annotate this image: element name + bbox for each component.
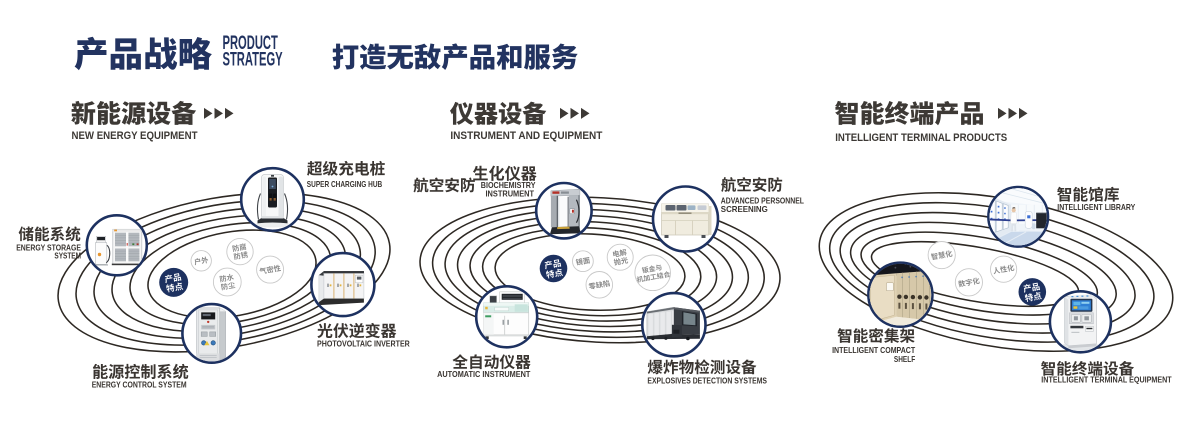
svg-text:INSTRUMENT AND EQUIPMENT: INSTRUMENT AND EQUIPMENT bbox=[450, 130, 602, 142]
svg-text:INSTRUMENT: INSTRUMENT bbox=[486, 189, 535, 199]
svg-text:SHELF: SHELF bbox=[894, 354, 915, 364]
svg-text:SUPER CHARGING HUB: SUPER CHARGING HUB bbox=[307, 179, 382, 189]
svg-text:NEW ENERGY EQUIPMENT: NEW ENERGY EQUIPMENT bbox=[72, 130, 198, 142]
svg-text:INTELLIGENT TERMINAL PRODUCTS: INTELLIGENT TERMINAL PRODUCTS bbox=[835, 132, 1007, 144]
svg-text:PHOTOVOLTAIC INVERTER: PHOTOVOLTAIC INVERTER bbox=[317, 338, 410, 348]
svg-text:SCREENING: SCREENING bbox=[721, 204, 768, 214]
svg-text:SYSTEM: SYSTEM bbox=[54, 250, 81, 260]
svg-text:EXPLOSIVES DETECTION SYSTEMS: EXPLOSIVES DETECTION SYSTEMS bbox=[647, 375, 767, 385]
svg-text:INTELLIGENT TERMINAL EQUIPMENT: INTELLIGENT TERMINAL EQUIPMENT bbox=[1041, 375, 1172, 385]
svg-text:ENERGY CONTROL SYSTEM: ENERGY CONTROL SYSTEM bbox=[92, 380, 187, 390]
svg-text:STRATEGY: STRATEGY bbox=[223, 50, 284, 71]
svg-text:INTELLIGENT LIBRARY: INTELLIGENT LIBRARY bbox=[1057, 202, 1135, 212]
svg-text:AUTOMATIC INSTRUMENT: AUTOMATIC INSTRUMENT bbox=[437, 369, 531, 379]
